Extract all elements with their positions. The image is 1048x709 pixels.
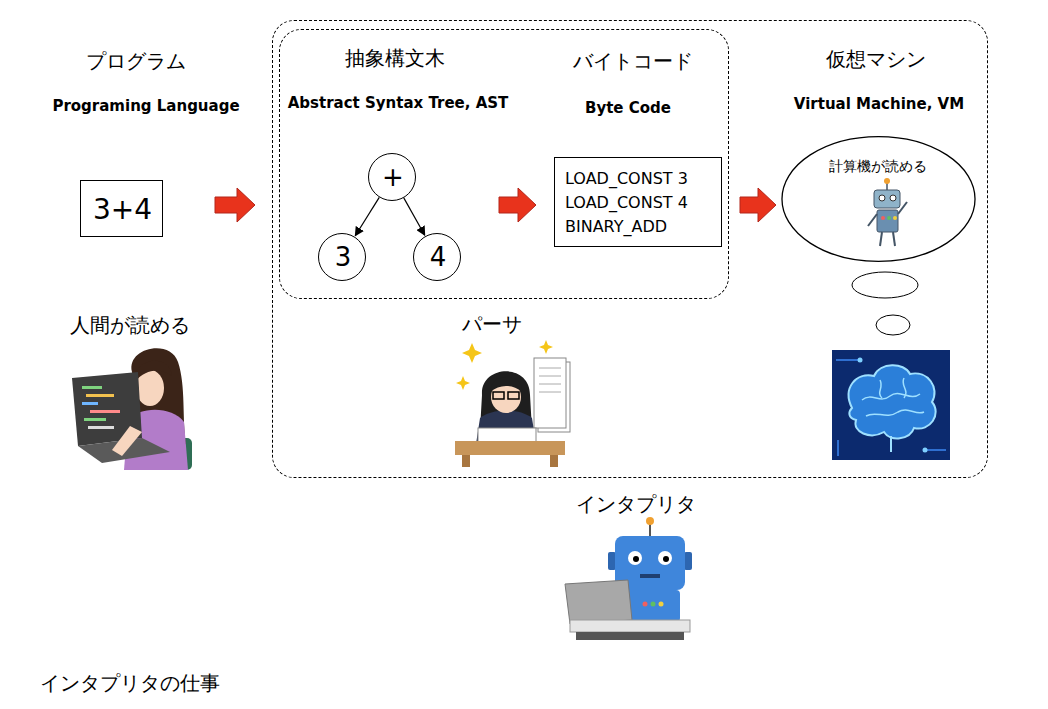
expression-text: 3+4 xyxy=(93,193,152,227)
section-heading: 仮想マシン xyxy=(826,47,926,71)
ast-node: + xyxy=(368,153,416,201)
bubble-text: 計算機が読める xyxy=(829,158,927,175)
ellipse-outline xyxy=(782,137,975,262)
caption: インタプリタの仕事 xyxy=(40,671,220,695)
programmer-illustration xyxy=(72,348,192,470)
ellipse-outline xyxy=(781,136,976,262)
robot-illustration xyxy=(868,178,907,246)
section-heading: プログラム xyxy=(86,49,186,73)
section-subheading: Abstract Syntax Tree, AST xyxy=(288,94,509,112)
ast-node: 3 xyxy=(318,233,366,281)
bytecode-box: バイトコードByte CodeLOAD_CONST 3 LOAD_CONST 4… xyxy=(554,157,722,247)
section-subheading: Programing Language xyxy=(52,97,239,115)
section-heading: 抽象構文木 xyxy=(345,46,445,70)
tree-edge xyxy=(404,198,425,235)
parser-illustration xyxy=(455,340,570,467)
region-title: パーサ xyxy=(462,312,522,336)
thought-bubble xyxy=(876,315,910,335)
block-arrow xyxy=(740,188,776,222)
ast-symbol: 3 xyxy=(335,242,352,273)
ast-symbol: 4 xyxy=(430,242,447,273)
section-subheading: Virtual Machine, VM xyxy=(794,95,964,113)
thought-bubble xyxy=(852,272,918,298)
block-arrow xyxy=(215,188,255,222)
interpreter-region: +34バイトコードByte CodeLOAD_CONST 3 LOAD_CONS… xyxy=(272,20,988,478)
tree-edge xyxy=(355,197,379,235)
interpreter-robot-illustration xyxy=(565,517,692,640)
brain-illustration xyxy=(832,350,950,460)
section-heading: バイトコード xyxy=(573,49,693,73)
ast-symbol: + xyxy=(382,162,404,193)
block-arrow xyxy=(499,188,536,222)
region-title: インタプリタ xyxy=(576,492,696,516)
section-subheading: Byte Code xyxy=(585,99,671,117)
annotation: 人間が読める xyxy=(70,313,190,337)
ast-node: 4 xyxy=(413,233,461,281)
vm-bubble: 仮想マシンVirtual Machine, VM計算機が読める xyxy=(781,136,976,262)
bytecode-text: LOAD_CONST 3 LOAD_CONST 4 BINARY_ADD xyxy=(565,167,713,239)
program-box: プログラムPrograming Language3+4 xyxy=(80,180,163,237)
